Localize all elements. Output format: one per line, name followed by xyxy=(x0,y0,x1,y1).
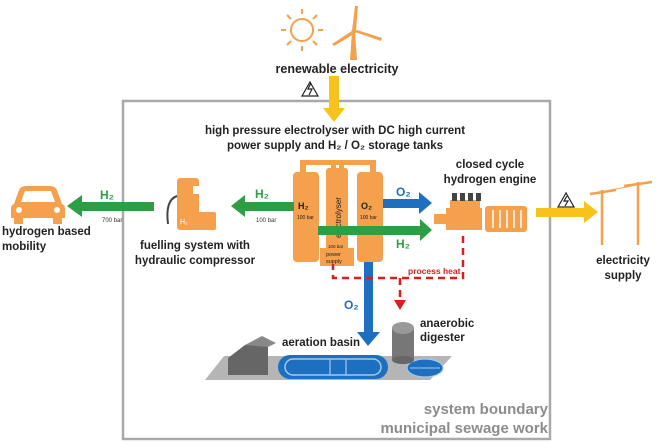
process-heat-arrowhead xyxy=(394,300,406,310)
power-line-icon xyxy=(589,180,653,245)
electricity-supply-line-1: electricity xyxy=(596,255,650,267)
electrolyser-core-label: electrolyser xyxy=(334,197,343,238)
power-supply-label-1: power xyxy=(326,252,341,258)
tank-o2-label: O₂ xyxy=(361,201,372,211)
car-icon xyxy=(11,186,65,224)
hydrogen-mobility-line-2: mobility xyxy=(2,241,47,253)
o2-engine-label: O₂ xyxy=(396,185,411,199)
o2-aeration-arrow xyxy=(357,262,380,346)
system-boundary-line-1: system boundary xyxy=(423,401,548,418)
engine-label-line-2: hydrogen engine xyxy=(443,174,537,186)
h2-engine-label: H₂ xyxy=(396,237,410,251)
h2-fuelling-label: H₂ xyxy=(255,187,269,201)
tank-o2-bar: 100 bar xyxy=(360,215,377,221)
renewable-electricity-label: renewable electricity xyxy=(275,62,399,76)
system-boundary-label: system boundary municipal sewage work xyxy=(330,400,548,438)
o2-aeration-label: O₂ xyxy=(344,298,359,312)
h2-mobility-arrow xyxy=(67,195,154,217)
sun-icon xyxy=(281,9,323,51)
process-heat-label: process heat xyxy=(408,266,461,276)
process-heat-line xyxy=(331,236,465,300)
hydrogen-mobility-line-1: hydrogen based xyxy=(2,226,91,238)
h2-mobility-label: H₂ xyxy=(100,188,114,202)
h2-fuelling-arrow xyxy=(231,195,294,217)
hydrogen-engine-icon xyxy=(434,193,527,232)
engine-label: closed cycle hydrogen engine xyxy=(430,158,550,188)
tank-h2-bar: 100 bar xyxy=(297,215,314,221)
engine-label-line-1: closed cycle xyxy=(455,159,525,171)
power-input-arrow xyxy=(323,76,345,122)
wind-turbine-icon xyxy=(332,6,382,60)
dispenser-label: H₂ xyxy=(180,219,188,226)
electricity-supply-label: electricity supply xyxy=(588,254,658,284)
power-supply-label-2: supply xyxy=(326,259,342,265)
anaerobic-digester-line-2: digester xyxy=(420,332,465,344)
o2-engine-arrow xyxy=(383,192,432,214)
fuelling-system-label: fuelling system with hydraulic compresso… xyxy=(130,239,260,269)
hydrogen-mobility-label: hydrogen based mobility xyxy=(2,225,112,255)
system-boundary-line-2: municipal sewage work xyxy=(380,420,548,437)
electrolyser-label: high pressure electrolyser with DC high … xyxy=(200,124,470,154)
electricity-supply-line-2: supply xyxy=(604,270,642,282)
electrolyser-label-line-2: power supply and H₂ / O₂ storage tanks xyxy=(227,140,443,152)
tank-h2-label: H₂ xyxy=(298,201,309,211)
high-voltage-icon xyxy=(556,191,576,208)
h2-engine-arrow xyxy=(318,219,432,241)
fuelling-system-line-2: hydraulic compressor xyxy=(134,255,256,267)
electrolyser-label-line-1: high pressure electrolyser with DC high … xyxy=(204,125,466,137)
aeration-basin-label: aeration basin xyxy=(282,337,360,349)
core-bar-label: 100 bar xyxy=(328,244,344,249)
electricity-output-arrow xyxy=(536,201,598,223)
high-voltage-icon xyxy=(300,80,320,97)
anaerobic-digester-label: anaerobic digester xyxy=(420,317,490,345)
pressure-700-label: 700 bar xyxy=(102,218,122,224)
anaerobic-digester-icon xyxy=(392,322,414,364)
fuelling-system-line-1: fuelling system with xyxy=(140,240,250,252)
anaerobic-digester-line-1: anaerobic xyxy=(420,318,475,330)
pressure-100-label: 100 bar xyxy=(256,218,276,224)
aeration-basin-icon xyxy=(205,336,452,380)
fuelling-station-icon xyxy=(166,178,216,230)
